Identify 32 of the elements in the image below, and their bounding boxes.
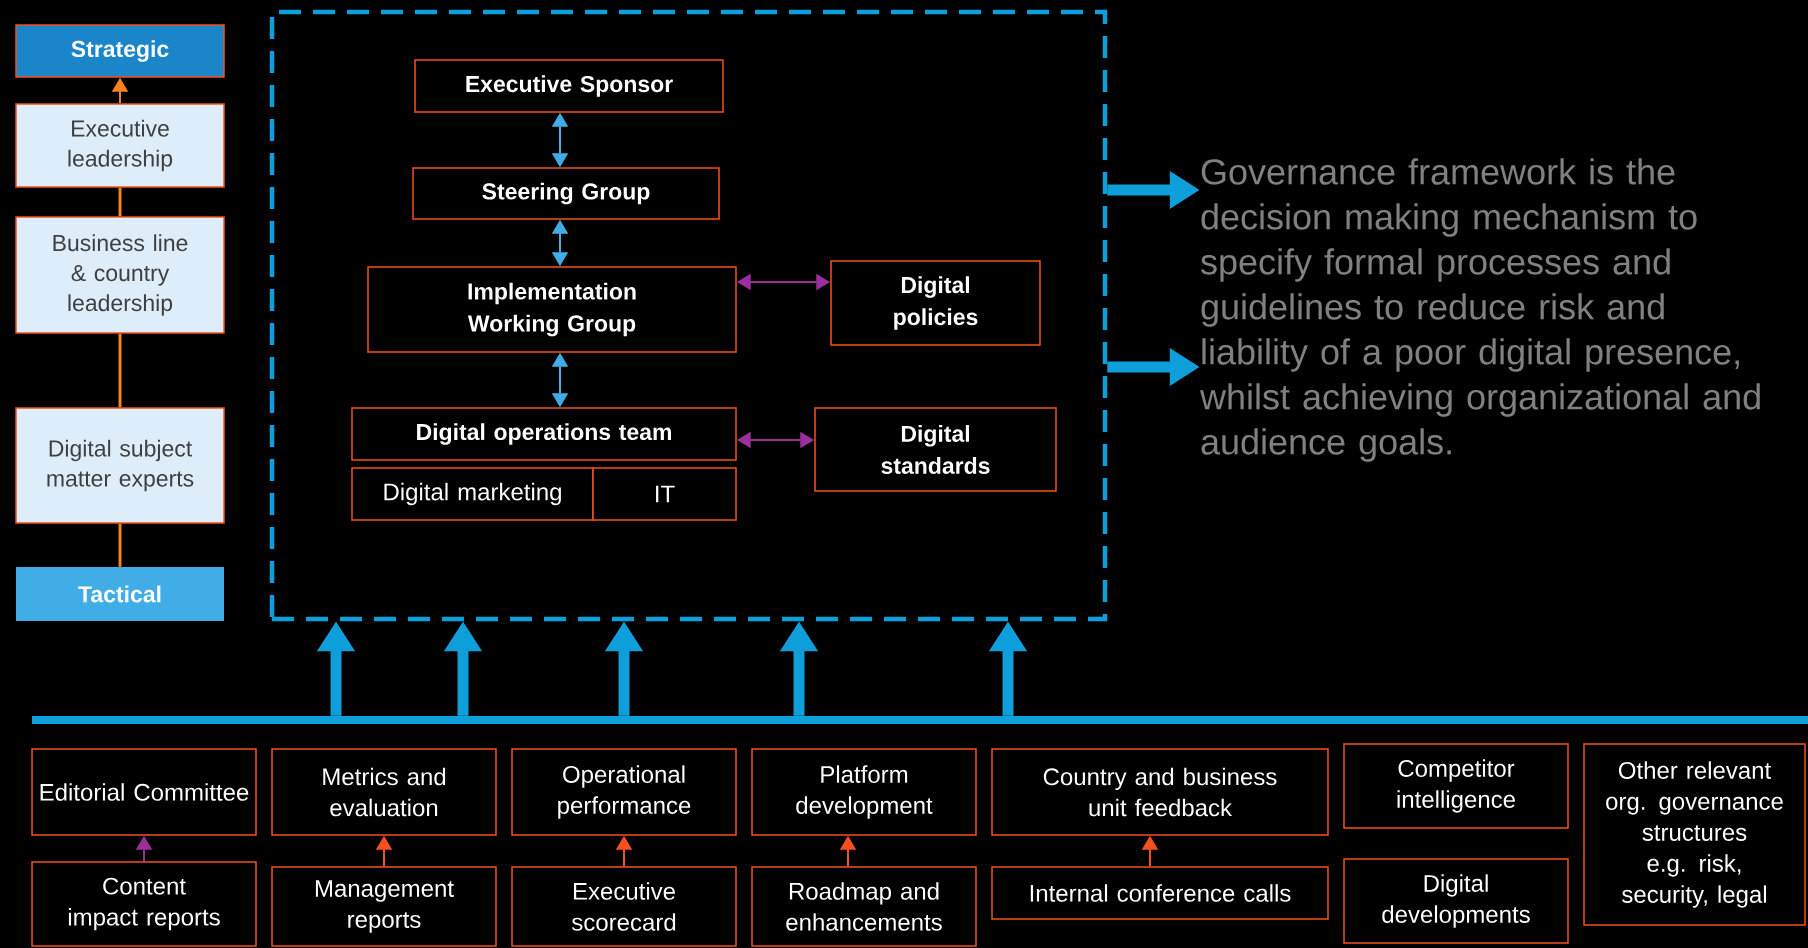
dashed-frame: [269, 9, 1108, 622]
input-box: Roadmap and enhancements: [751, 866, 977, 947]
connector-line: [118, 523, 122, 567]
connector-line: [118, 187, 122, 217]
input-box: Content impact reports: [31, 861, 257, 947]
level-box: Tactical: [16, 567, 224, 621]
role-box: Executive Sponsor: [414, 59, 724, 113]
level-box: Business line & country leadership: [15, 216, 225, 334]
input-box: Country and business unit feedback: [991, 748, 1329, 836]
input-box: Operational performance: [511, 748, 737, 836]
input-box: Digital marketing: [351, 467, 594, 521]
role-box: Steering Group: [412, 167, 720, 220]
input-box: IT: [592, 467, 737, 521]
input-box: Management reports: [271, 866, 497, 947]
divider-bar: [32, 716, 1808, 724]
level-box: Digital subject matter experts: [15, 407, 225, 524]
input-box: Editorial Committee: [31, 748, 257, 836]
input-box: Executive scorecard: [511, 866, 737, 947]
role-box: Digital standards: [814, 407, 1057, 492]
input-box: Digital developments: [1343, 858, 1569, 944]
input-box: Metrics and evaluation: [271, 748, 497, 836]
role-box: Digital policies: [830, 260, 1041, 346]
description-text: Governance framework is the decision making mechanism to specify formal processes and guidelines to reduce risk and liability of a poor digital presence, whilst achieving organizational and audience goals.: [1199, 158, 1760, 462]
role-box: Implementation Working Group: [367, 266, 737, 353]
connector-line: [118, 333, 122, 408]
input-box: Internal conference calls: [991, 866, 1329, 920]
level-box: Executive leadership: [15, 103, 225, 188]
level-box: Strategic: [15, 24, 225, 78]
input-box: Competitor intelligence: [1343, 743, 1569, 829]
input-box: Other relevant org. governance structures e.g. risk, security, legal: [1583, 743, 1806, 926]
role-box: Digital operations team: [351, 407, 737, 461]
input-box: Platform development: [751, 748, 977, 836]
